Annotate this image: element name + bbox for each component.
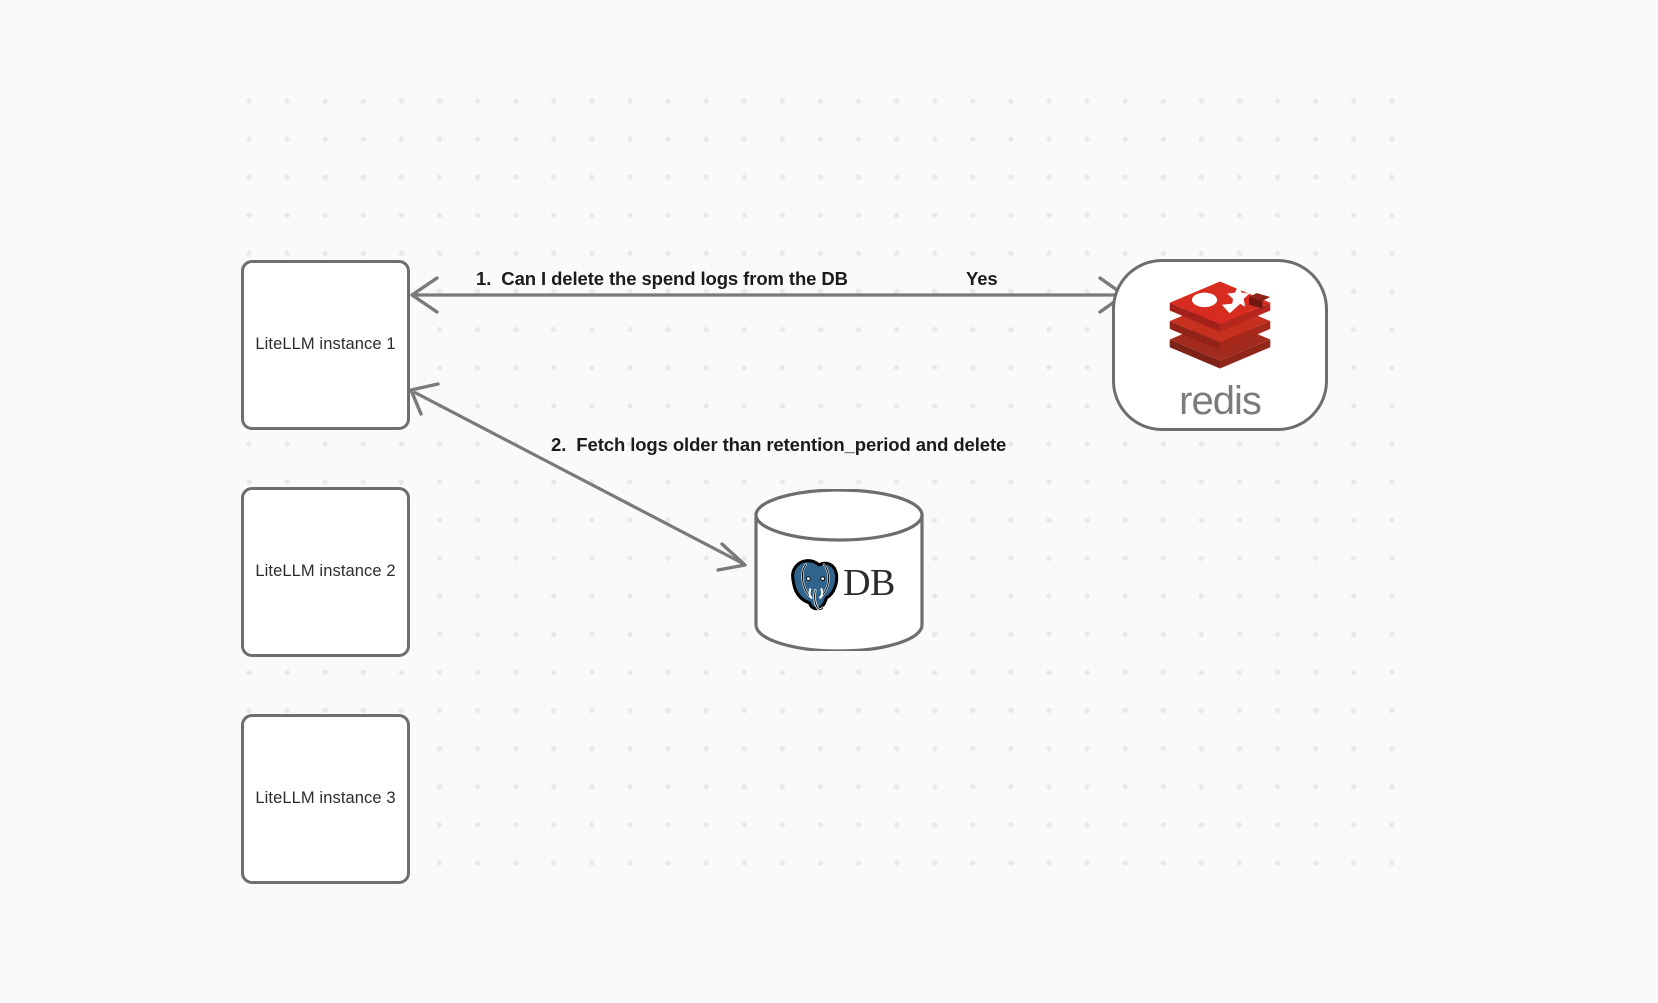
node-litellm-instance-1[interactable]: LiteLLM instance 1 [241,260,410,430]
edge-label-yes: Yes [966,268,998,289]
edge-label-fetch-logs: 2. Fetch logs older than retention_perio… [551,434,1007,455]
redis-stacked-cubes-icon [1169,281,1271,369]
arrowhead-left-icon [410,276,439,314]
node-redis[interactable]: redis [1112,259,1328,431]
node-litellm-instance-2-label: LiteLLM instance 2 [255,562,396,581]
edge-db-to-litellm-1 [409,382,747,572]
redis-wordmark: redis [1179,378,1262,423]
postgresql-elephant-icon [791,559,839,611]
db-content: DB [752,489,926,651]
node-litellm-instance-1-label: LiteLLM instance 1 [255,335,396,354]
edge-label-can-i-delete: 1. Can I delete the spend logs from the … [476,268,848,289]
database-cylinder-icon [754,489,924,651]
node-litellm-instance-3-label: LiteLLM instance 3 [255,789,396,808]
arrowhead-downright-icon [716,542,747,572]
node-litellm-instance-2[interactable]: LiteLLM instance 2 [241,487,410,657]
node-db[interactable]: DB [752,489,926,651]
arrowhead-upleft-icon [409,382,440,416]
node-litellm-instance-3[interactable]: LiteLLM instance 3 [241,714,410,884]
db-label: DB [843,562,895,604]
